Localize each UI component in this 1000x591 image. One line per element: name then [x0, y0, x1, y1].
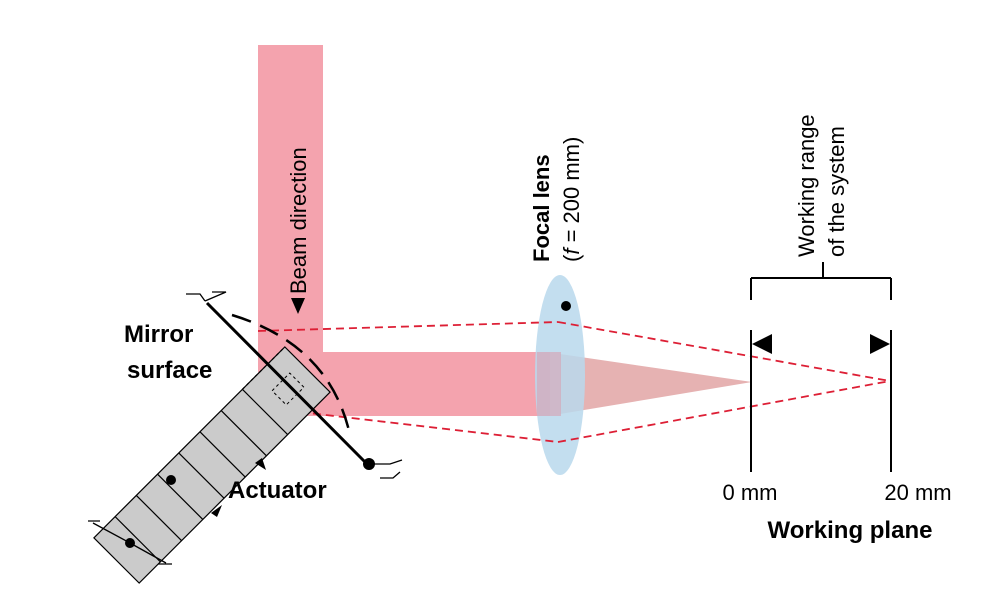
- lens-pivot-dot: [561, 301, 571, 311]
- mirror-surface: [205, 301, 371, 468]
- working-range-bracket: [750, 262, 892, 300]
- actuator-ground-symbol: [88, 520, 172, 565]
- range-arrow-left: [752, 334, 772, 354]
- mirror-label-line2: surface: [127, 357, 212, 384]
- working-range-label-group: Working range of the system: [794, 114, 849, 257]
- working-plane-label: Working plane: [768, 517, 933, 544]
- beam-direction-label: Beam direction: [286, 147, 311, 294]
- actuator-arrow-up: [255, 458, 266, 470]
- working-range-line2: of the system: [824, 126, 849, 257]
- focal-lens-label-group: Focal lens (f = 200 mm): [529, 137, 584, 262]
- actuator-body: [93, 346, 331, 584]
- focus-cone: [560, 354, 752, 414]
- actuator-dot: [166, 475, 176, 485]
- mirror-bottom-mount: [369, 459, 403, 479]
- tick-label-0mm: 0 mm: [723, 480, 778, 505]
- focal-lens-value: = 200 mm): [559, 137, 584, 249]
- incoming-beam: [258, 45, 323, 352]
- focal-lens-f: f: [559, 246, 584, 255]
- focal-lens-spec: (f = 200 mm): [559, 137, 584, 262]
- dashed-rays: [257, 321, 891, 443]
- mirror-top-mount: [186, 291, 227, 302]
- working-range-line1: Working range: [794, 114, 819, 257]
- focal-lens-title: Focal lens: [529, 154, 554, 262]
- range-arrow-right: [870, 334, 890, 354]
- actuator-arrow-down: [211, 505, 222, 517]
- focal-lens-paren-open: (: [559, 254, 584, 262]
- actuator-label: Actuator: [228, 477, 327, 504]
- lens-beam-overlap: [537, 352, 561, 416]
- mirror-tilt-arc: [231, 313, 352, 436]
- mirror-label-line1: Mirror: [124, 321, 193, 348]
- beam-direction-arrow: [291, 298, 305, 314]
- reflected-beam: [258, 352, 550, 416]
- tick-label-20mm: 20 mm: [884, 480, 951, 505]
- beam-direction-group: Beam direction: [286, 147, 311, 314]
